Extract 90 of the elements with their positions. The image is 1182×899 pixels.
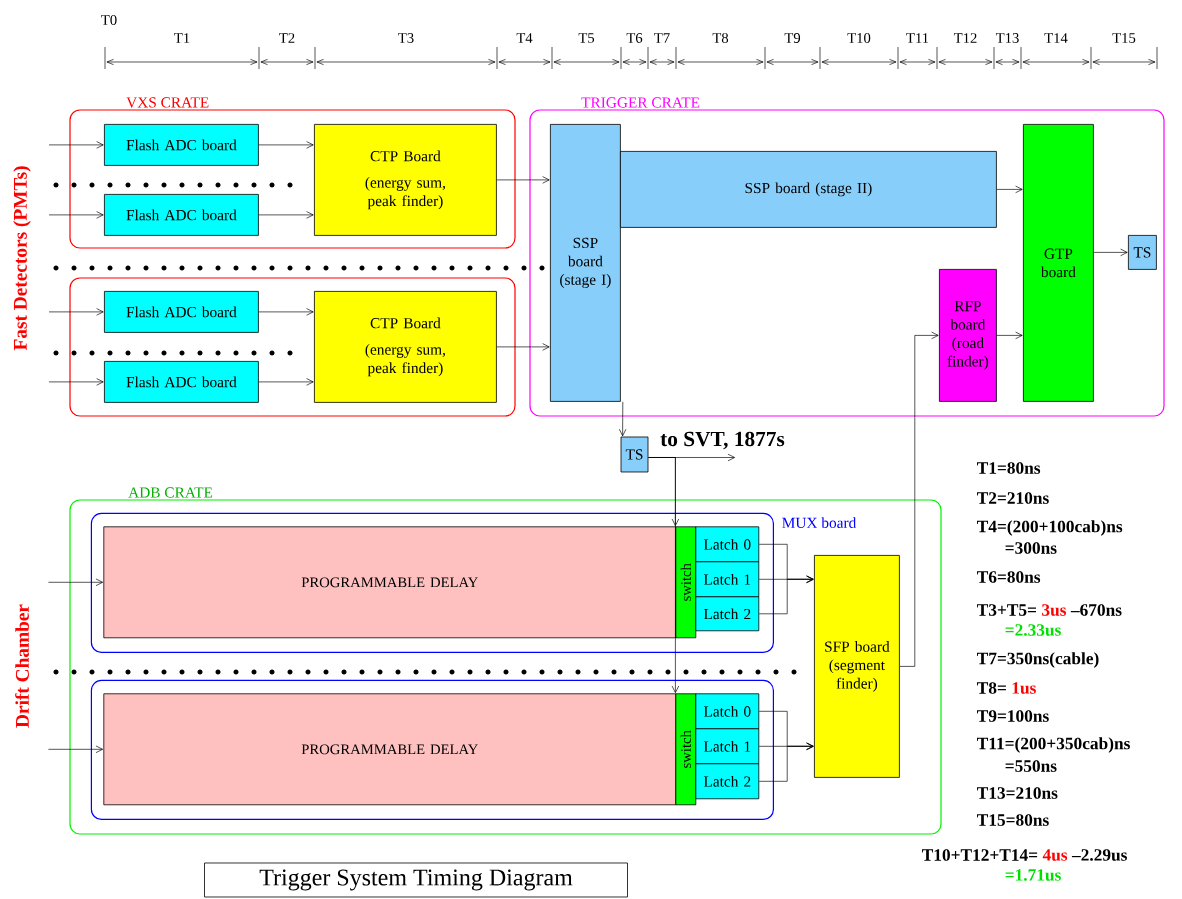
timing-equation: T6=80ns [977, 571, 1041, 583]
ts-box: TS [620, 436, 649, 473]
timing-equation: T2=210ns [977, 492, 1049, 504]
interval-label: T15 [1112, 33, 1136, 43]
timing-equation: T9=100ns [977, 710, 1049, 722]
latch-box: Latch 2 [695, 596, 760, 632]
arrow [996, 185, 1023, 194]
board-box: CTP Board (energy sum, peak finder) [314, 124, 497, 236]
mux-board-box [90, 679, 774, 820]
delay-box: PROGRAMMABLE DELAY [103, 693, 677, 806]
arrow [48, 745, 103, 753]
timing-equation: =2.33us [1005, 624, 1061, 636]
timing-equation: T11=(200+350cab)ns [977, 737, 1130, 753]
arrow [996, 331, 1023, 340]
arrow [48, 378, 104, 386]
interval-label: T9 [784, 33, 801, 43]
timing-equation: =300ns [1005, 542, 1057, 554]
arrow [619, 401, 627, 437]
timing-equation: T3+T5= [977, 604, 1036, 616]
latch-box: Latch 1 [695, 728, 760, 765]
arrow [48, 141, 104, 149]
switch-box: switch [675, 693, 697, 806]
arrow [496, 343, 550, 351]
latch-box: Latch 1 [695, 561, 760, 598]
ts-box: TS [1128, 235, 1157, 270]
arrow [48, 308, 104, 316]
arrow [648, 457, 680, 693]
interval-label: T2 [279, 33, 295, 43]
arrow [899, 331, 939, 667]
board-box: SSP board (stage II) [620, 151, 997, 228]
title-box: Trigger System Timing Diagram [204, 862, 628, 898]
board-box: Flash ADC board [104, 291, 259, 333]
crate-box [69, 277, 516, 417]
timing-equation: 4us [1042, 849, 1068, 861]
delay-box: PROGRAMMABLE DELAY [103, 526, 677, 639]
board-box: GTP board [1023, 124, 1094, 402]
interval-label: T3 [398, 33, 414, 43]
interval-label: T12 [953, 33, 977, 43]
switch-box: switch [675, 526, 697, 639]
timing-equation: T8= [977, 682, 1006, 694]
interval-label: T10 [847, 33, 871, 43]
board-box: RFP board (road finder) [939, 269, 997, 402]
board-box: CTP Board (energy sum, peak finder) [314, 291, 497, 403]
board-box: SFP board (segment finder) [814, 555, 900, 778]
interval-label: T4 [516, 33, 533, 43]
timing-equation: =550ns [1005, 760, 1057, 772]
board-box: Flash ADC board [104, 194, 259, 236]
timing-equation: T1=80ns [977, 462, 1041, 474]
arrow [48, 578, 103, 586]
node-label: ADB CRATE [128, 487, 213, 498]
interval-label: T14 [1044, 33, 1068, 43]
board-box: Flash ADC board [104, 361, 259, 403]
interval-label: T5 [578, 33, 595, 43]
arrow [496, 176, 550, 184]
arrow [1093, 248, 1128, 257]
edge-label: to SVT, 1877s [658, 430, 787, 451]
arrow [258, 141, 314, 149]
arrow [48, 211, 104, 219]
timing-equation: T15=80ns [977, 814, 1049, 826]
node-label: VXS CRATE [126, 97, 209, 108]
node-label: TRIGGER CRATE [581, 97, 700, 108]
interval-label: T0 [101, 15, 117, 25]
interval-label: T13 [995, 33, 1019, 43]
arrow [258, 378, 314, 386]
timing-equation: T4=(200+100cab)ns [977, 520, 1123, 536]
timing-equation: T13=210ns [977, 787, 1058, 799]
latch-box: Latch 0 [695, 693, 760, 730]
arrow [758, 575, 814, 615]
arrow [258, 308, 314, 316]
interval-label: T1 [174, 33, 190, 43]
side-label: Drift Chamber [15, 604, 29, 728]
node-label: MUX board [782, 517, 857, 528]
interval-label: T7 [654, 33, 670, 43]
side-label: Fast Detectors (PMTs) [13, 166, 31, 351]
board-box: SSP board (stage I) [550, 124, 621, 402]
arrow [758, 742, 814, 782]
arrow [258, 211, 314, 219]
interval-label: T11 [906, 33, 929, 43]
timing-equation: –2.29us [1071, 849, 1127, 861]
interval-label: T8 [712, 33, 729, 43]
timing-equation: 3us [1042, 604, 1067, 616]
board-box: Flash ADC board [104, 124, 259, 166]
timing-equation: 1us [1012, 682, 1036, 694]
timing-equation: =1.71us [1005, 869, 1061, 881]
latch-box: Latch 2 [695, 763, 760, 800]
timing-equation: T7=350ns(cable) [977, 652, 1099, 668]
latch-box: Latch 0 [695, 526, 760, 563]
timing-equation: T10+T12+T14= [922, 849, 1038, 861]
interval-label: T6 [626, 33, 643, 43]
timing-equation: –670ns [1070, 604, 1122, 616]
